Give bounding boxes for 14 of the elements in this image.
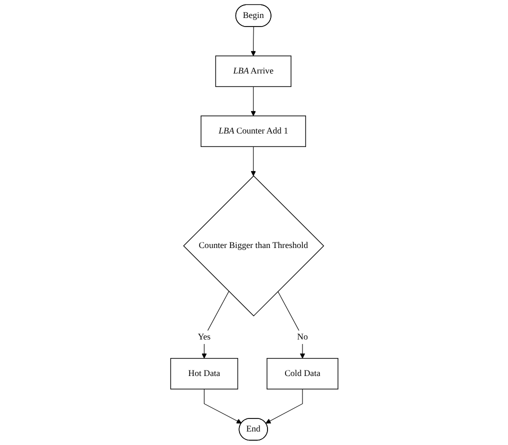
arrow — [204, 388, 242, 424]
edge-label: Yes — [198, 332, 210, 342]
arrow — [250, 26, 256, 56]
arrow — [265, 388, 302, 424]
arrow — [277, 291, 305, 359]
node-box: LBA Arrive — [215, 56, 292, 87]
node-box: LBA Counter Add 1 — [200, 116, 306, 147]
edge-label: No — [296, 332, 308, 342]
arrow — [250, 86, 256, 116]
arrow — [250, 146, 256, 176]
node-box: Cold Data — [266, 358, 338, 390]
node-diamond: Counter Bigger than Threshold — [182, 175, 324, 316]
node-box: Hot Data — [170, 358, 238, 390]
arrow — [201, 291, 229, 359]
